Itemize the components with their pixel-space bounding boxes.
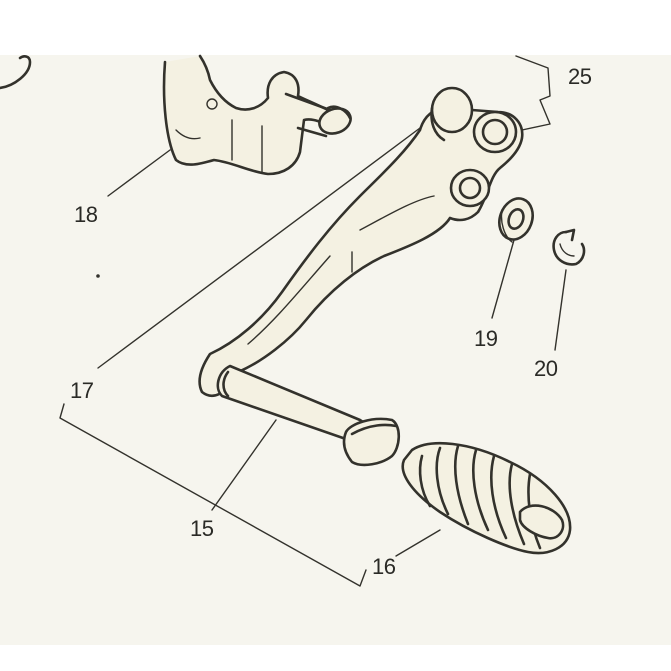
washer-part-19 <box>498 197 534 243</box>
leader-line-19 <box>491 239 515 319</box>
bracket-part-18 <box>162 54 352 176</box>
shaft-part-15 <box>216 364 401 467</box>
footpeg-rubber-part-16 <box>401 441 572 555</box>
partial-circle-fragment <box>0 55 32 90</box>
leader-line-17 <box>97 127 421 369</box>
callout-16: 16 <box>372 554 396 579</box>
stray-dot <box>96 274 100 278</box>
callout-17: 17 <box>70 378 94 403</box>
callout-25: 25 <box>568 64 592 89</box>
leader-line-18 <box>107 149 171 197</box>
leader-line-25 <box>515 55 551 131</box>
pedal-arm-part-17 <box>198 86 524 397</box>
assembly-bracket-15-16 <box>59 403 367 587</box>
leader-line-16 <box>395 529 441 557</box>
callout-19: 19 <box>474 326 498 351</box>
circlip-part-20 <box>552 228 586 266</box>
leader-line-20 <box>554 269 567 351</box>
callout-15: 15 <box>190 516 214 541</box>
callout-20: 20 <box>534 356 558 381</box>
callout-18: 18 <box>74 202 98 227</box>
leader-line-15 <box>211 419 277 511</box>
